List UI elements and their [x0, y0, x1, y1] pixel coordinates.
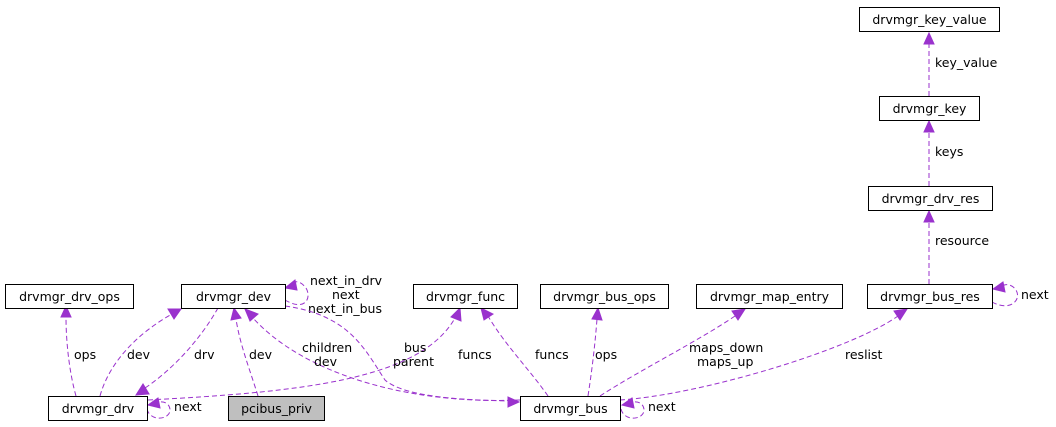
label-drv-next: next — [174, 399, 202, 414]
edge-reslist — [619, 308, 909, 401]
node-pcibus-priv[interactable]: pcibus_priv — [228, 396, 325, 421]
label-drv-funcs: funcs — [458, 347, 492, 362]
edge-maps — [599, 308, 747, 397]
edge-bus-res-next — [991, 281, 1018, 307]
label-drv-ops: ops — [74, 347, 96, 362]
label-drv-dev: dev — [127, 347, 151, 362]
node-drvmgr-key-label: drvmgr_key — [893, 101, 967, 116]
node-drvmgr-drv[interactable]: drvmgr_drv — [48, 396, 148, 421]
edge-drv-dev — [99, 308, 182, 397]
label-bus: bus — [404, 340, 426, 355]
node-drvmgr-map-entry-label: drvmgr_map_entry — [710, 289, 830, 304]
node-drvmgr-bus-ops[interactable]: drvmgr_bus_ops — [540, 284, 669, 309]
edge-resource — [923, 209, 935, 284]
node-drvmgr-bus-label: drvmgr_bus — [533, 401, 607, 416]
label-next-in-bus: next_in_bus — [308, 301, 382, 316]
node-drvmgr-drv-res[interactable]: drvmgr_drv_res — [868, 186, 993, 211]
node-drvmgr-dev-label: drvmgr_dev — [196, 289, 272, 304]
node-drvmgr-drv-ops[interactable]: drvmgr_drv_ops — [5, 284, 134, 309]
edge-key-value — [923, 31, 935, 96]
node-drvmgr-func[interactable]: drvmgr_func — [413, 284, 518, 309]
label-bus-ops: ops — [595, 347, 617, 362]
label-resource: resource — [935, 233, 989, 248]
label-dev-drv: drv — [194, 347, 215, 362]
edge-bus-funcs — [480, 307, 549, 397]
label-next-in-drv: next_in_drv — [310, 273, 383, 288]
label-dev-next: next — [332, 287, 360, 302]
edge-bus-ops — [587, 306, 603, 397]
edge-drv-funcs — [147, 306, 462, 401]
label-maps-up: maps_up — [697, 354, 753, 369]
edge-dev-self — [283, 279, 309, 306]
edge-dev-bus — [284, 305, 521, 408]
node-drvmgr-bus-res-label: drvmgr_bus_res — [880, 289, 980, 304]
label-maps-down: maps_down — [689, 340, 763, 355]
node-drvmgr-key[interactable]: drvmgr_key — [879, 96, 980, 121]
node-drvmgr-func-label: drvmgr_func — [426, 289, 505, 304]
node-drvmgr-bus-ops-label: drvmgr_bus_ops — [553, 289, 656, 304]
edge-bus-children — [244, 308, 521, 401]
label-bus-next: next — [648, 399, 676, 414]
node-drvmgr-drv-res-label: drvmgr_drv_res — [882, 191, 980, 206]
label-bus-dev: dev — [314, 354, 338, 369]
edge-drv-next — [146, 397, 171, 419]
node-drvmgr-dev[interactable]: drvmgr_dev — [181, 284, 286, 309]
edge-pcibus-dev — [230, 306, 259, 397]
label-keys: keys — [935, 144, 963, 159]
label-children: children — [302, 340, 352, 355]
edge-bus-next — [620, 397, 645, 419]
label-bus-res-next: next — [1021, 287, 1049, 302]
node-drvmgr-drv-label: drvmgr_drv — [62, 401, 135, 416]
edge-dev-drv — [135, 307, 219, 396]
edge-keys — [923, 119, 935, 186]
label-key-value: key_value — [935, 55, 998, 70]
node-drvmgr-map-entry[interactable]: drvmgr_map_entry — [696, 284, 843, 309]
node-drvmgr-bus-res[interactable]: drvmgr_bus_res — [867, 284, 993, 309]
node-drvmgr-drv-ops-label: drvmgr_drv_ops — [19, 289, 120, 304]
label-parent: parent — [393, 354, 434, 369]
label-pcibus-dev: dev — [249, 347, 273, 362]
node-drvmgr-key-value-label: drvmgr_key_value — [872, 12, 987, 27]
node-drvmgr-bus[interactable]: drvmgr_bus — [520, 396, 621, 421]
node-pcibus-priv-label: pcibus_priv — [241, 401, 312, 416]
label-reslist: reslist — [845, 347, 883, 362]
edge-drv-ops — [60, 304, 77, 397]
node-drvmgr-key-value[interactable]: drvmgr_key_value — [859, 7, 1000, 32]
label-bus-funcs: funcs — [535, 347, 569, 362]
